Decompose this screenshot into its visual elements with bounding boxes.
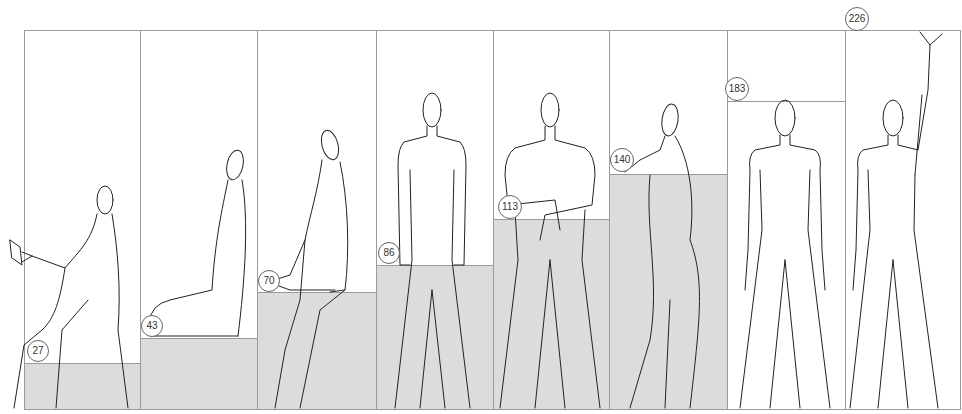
height-line (609, 174, 727, 175)
panel-frame (728, 31, 846, 410)
height-line (257, 292, 376, 293)
callout-number: 27 (32, 346, 43, 356)
raised-arm-figure (850, 32, 942, 408)
callout-circle: 43 (141, 315, 163, 337)
panel-frame (377, 31, 494, 410)
callout-number: 183 (729, 84, 746, 94)
callout-circle: 86 (378, 242, 400, 264)
panel-frame (258, 31, 377, 410)
callout-circle: 183 (725, 77, 749, 101)
standing-figure (395, 126, 470, 408)
figure-head (883, 100, 903, 136)
callout-number: 70 (263, 276, 274, 286)
callout-circle: 113 (498, 195, 522, 219)
panel-frame (610, 31, 728, 410)
panel-frame (141, 31, 258, 410)
height-band (493, 219, 609, 410)
height-band (24, 363, 140, 410)
callout-circle: 70 (258, 270, 280, 292)
sitting-figure (150, 180, 246, 336)
panel-frame (25, 31, 141, 410)
panel-frame (846, 31, 961, 410)
standing-figure (500, 126, 600, 408)
height-bands (24, 174, 727, 410)
book (10, 240, 22, 265)
standing-figure (625, 136, 699, 408)
height-band (140, 338, 257, 410)
figure-head (224, 149, 246, 182)
figure-head (775, 100, 795, 136)
callout-number: 86 (383, 248, 394, 258)
callout-circle: 226 (845, 7, 869, 31)
human-figures (10, 32, 942, 408)
panel-frames (24, 31, 961, 410)
callout-circle: 27 (27, 340, 49, 362)
callout-circle: 140 (610, 148, 634, 172)
height-line (376, 265, 493, 266)
height-line (493, 219, 609, 220)
seated-figure (268, 160, 348, 408)
figure-head (318, 128, 341, 161)
figure-head (660, 103, 680, 137)
panel-frame (494, 31, 610, 410)
height-band (376, 265, 493, 410)
height-band (609, 174, 727, 410)
figure-head (97, 186, 113, 214)
standing-figure (740, 135, 830, 408)
height-line (140, 338, 257, 339)
height-line (727, 101, 845, 102)
seated-figure (14, 214, 128, 408)
height-band (257, 292, 376, 410)
callout-number: 43 (146, 321, 157, 331)
callout-number: 140 (614, 155, 631, 165)
figure-head (423, 93, 441, 127)
figure-head (541, 93, 559, 127)
callout-number: 113 (502, 202, 518, 212)
callout-number: 226 (849, 14, 866, 24)
